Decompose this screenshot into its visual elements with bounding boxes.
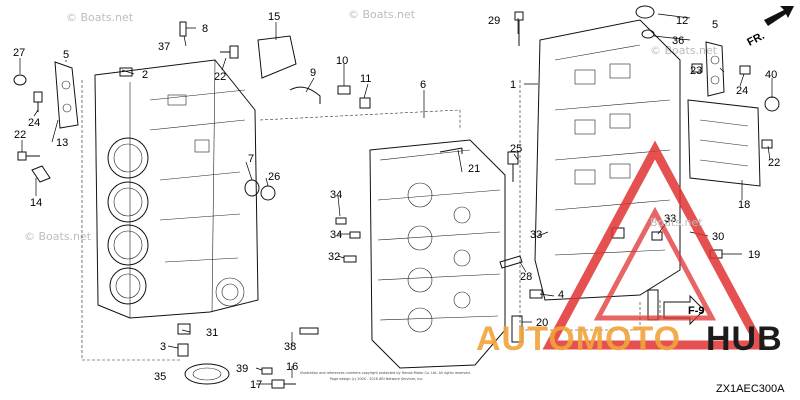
- head-cover: [507, 5, 780, 321]
- callout: 28: [520, 271, 532, 283]
- brand-text-part1: AUTOMOTO: [476, 320, 681, 358]
- copyright-line: Illustration and references numbers copy…: [300, 371, 471, 375]
- callout: 19: [748, 249, 760, 261]
- brand-text-part2: HUB: [706, 320, 783, 358]
- callout: 24: [736, 85, 748, 97]
- watermark: © Boats.net: [24, 230, 92, 243]
- callout: 14: [30, 197, 42, 209]
- callout: 30: [712, 231, 724, 243]
- watermark: Boats.net: [650, 216, 703, 229]
- callout: 36: [672, 35, 684, 47]
- callout: 10: [336, 55, 348, 67]
- callout: 13: [56, 137, 68, 149]
- callout: 22: [14, 129, 26, 141]
- callout: 3: [160, 341, 166, 353]
- callout: 25: [510, 143, 522, 155]
- callout: 15: [268, 11, 280, 23]
- callout: 20: [536, 317, 548, 329]
- callout-labels: 27 5 2 37 8 15 22 9 10 11 24 13 22 14 7 …: [13, 11, 780, 391]
- callout: 29: [488, 15, 500, 27]
- callout: 7: [248, 153, 254, 165]
- callout: 17: [250, 379, 262, 391]
- callout: 16: [286, 361, 298, 373]
- callout: 22: [768, 157, 780, 169]
- callout: 4: [558, 289, 564, 301]
- callout: 31: [206, 327, 218, 339]
- callout: 40: [765, 69, 777, 81]
- callout: 34: [330, 229, 342, 241]
- callout: 22: [214, 71, 226, 83]
- brand-logo: Boats.net AUTOMOTO HUB: [476, 140, 783, 358]
- callout: 24: [28, 117, 40, 129]
- small-parts-left: [13, 21, 371, 389]
- callout: 33: [664, 213, 676, 225]
- callout: 38: [284, 341, 296, 353]
- callout: 39: [236, 363, 248, 375]
- callout: 1: [510, 79, 516, 91]
- callout: 18: [738, 199, 750, 211]
- front-direction-arrow: FR.: [745, 6, 794, 49]
- callout: 5: [63, 49, 69, 61]
- reference-label: F-9: [688, 305, 705, 317]
- callout: 35: [154, 371, 166, 383]
- callout: 21: [468, 163, 480, 175]
- callout: 8: [202, 23, 208, 35]
- cylinder-block: [94, 59, 259, 319]
- callout: 5: [712, 19, 718, 31]
- callout: 27: [13, 47, 25, 59]
- callout: 2: [142, 69, 148, 81]
- watermark: © Boats.net: [66, 11, 134, 24]
- callout: 12: [676, 15, 688, 27]
- callout: 6: [420, 79, 426, 91]
- callout: 9: [310, 67, 316, 79]
- callout: 23: [690, 65, 702, 77]
- callout: 26: [268, 171, 280, 183]
- callout: 33: [530, 229, 542, 241]
- callout: 32: [328, 251, 340, 263]
- callout: 37: [158, 41, 170, 53]
- callout: 34: [330, 189, 342, 201]
- copyright-line: Page design (c) 2004 - 2016 ARI Network …: [330, 377, 423, 381]
- direction-label: FR.: [745, 30, 766, 49]
- cylinder-head: [335, 139, 543, 369]
- diagram-code: ZX1AEC300A: [716, 383, 785, 395]
- watermark: © Boats.net: [348, 8, 416, 21]
- callout: 11: [360, 73, 371, 85]
